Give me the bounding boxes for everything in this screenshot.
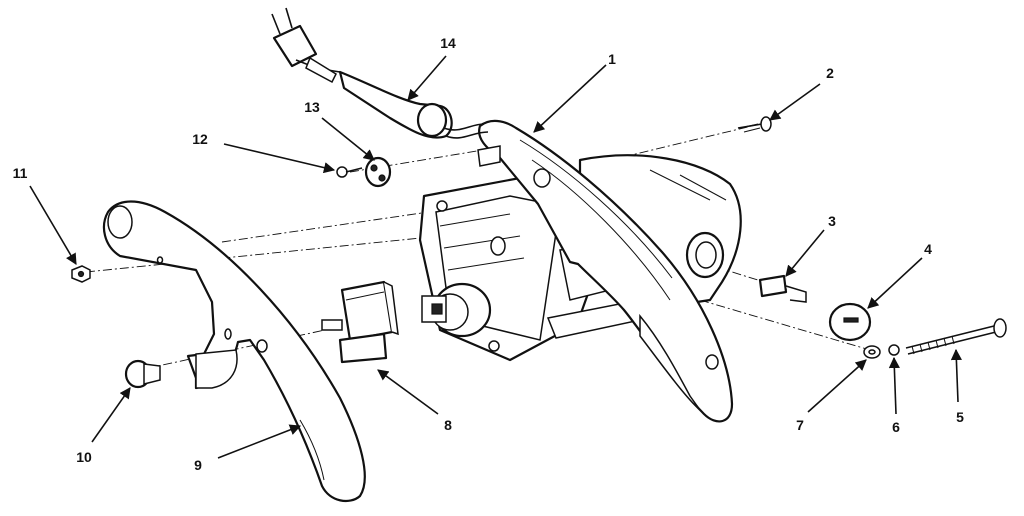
callout-13: 13 bbox=[304, 99, 320, 115]
leader-arrow-7 bbox=[807, 359, 867, 413]
callout-10: 10 bbox=[76, 449, 92, 465]
strain-relief-part bbox=[364, 156, 392, 188]
callout-3: 3 bbox=[828, 213, 836, 229]
leader-arrow-8 bbox=[377, 369, 439, 415]
callout-5: 5 bbox=[956, 409, 964, 425]
callout-12: 12 bbox=[192, 131, 208, 147]
leader-arrow-12 bbox=[223, 143, 336, 174]
callout-6: 6 bbox=[892, 419, 900, 435]
leader-arrow-9 bbox=[217, 424, 302, 459]
lock-washer-part bbox=[888, 344, 900, 356]
callout-9: 9 bbox=[194, 457, 202, 473]
screw-12-part bbox=[336, 166, 363, 178]
callout-14: 14 bbox=[440, 35, 456, 51]
leader-arrow-11 bbox=[29, 185, 77, 265]
leader-arrow-6 bbox=[888, 356, 900, 415]
screw-2-part bbox=[737, 116, 772, 133]
bolt-part bbox=[905, 318, 1007, 355]
hex-nut-part bbox=[71, 265, 91, 283]
callout-labels: 1 2 3 4 5 6 7 8 9 10 11 12 13 14 bbox=[13, 35, 965, 473]
leader-arrow-3 bbox=[785, 229, 825, 277]
brush-part bbox=[758, 274, 807, 303]
leader-arrow-14 bbox=[407, 55, 447, 101]
switch-part bbox=[321, 280, 399, 364]
callout-1: 1 bbox=[608, 51, 616, 67]
left-handle-part bbox=[102, 200, 366, 503]
leader-arrow-10 bbox=[91, 387, 131, 443]
power-cord-part bbox=[271, 7, 489, 139]
knob-part bbox=[124, 359, 161, 389]
leader-lines bbox=[29, 55, 962, 459]
leader-arrow-4 bbox=[867, 257, 923, 309]
callout-8: 8 bbox=[444, 417, 452, 433]
callout-11: 11 bbox=[13, 165, 28, 181]
leader-arrow-1 bbox=[533, 64, 607, 133]
callout-2: 2 bbox=[826, 65, 834, 81]
brush-cap-part bbox=[828, 302, 872, 342]
leader-arrow-5 bbox=[950, 348, 962, 403]
leader-arrow-13 bbox=[321, 117, 375, 161]
callout-7: 7 bbox=[796, 417, 804, 433]
callout-4: 4 bbox=[924, 241, 932, 257]
right-handle-part bbox=[477, 119, 734, 423]
leader-arrow-2 bbox=[769, 83, 821, 121]
washer-part bbox=[863, 345, 881, 359]
